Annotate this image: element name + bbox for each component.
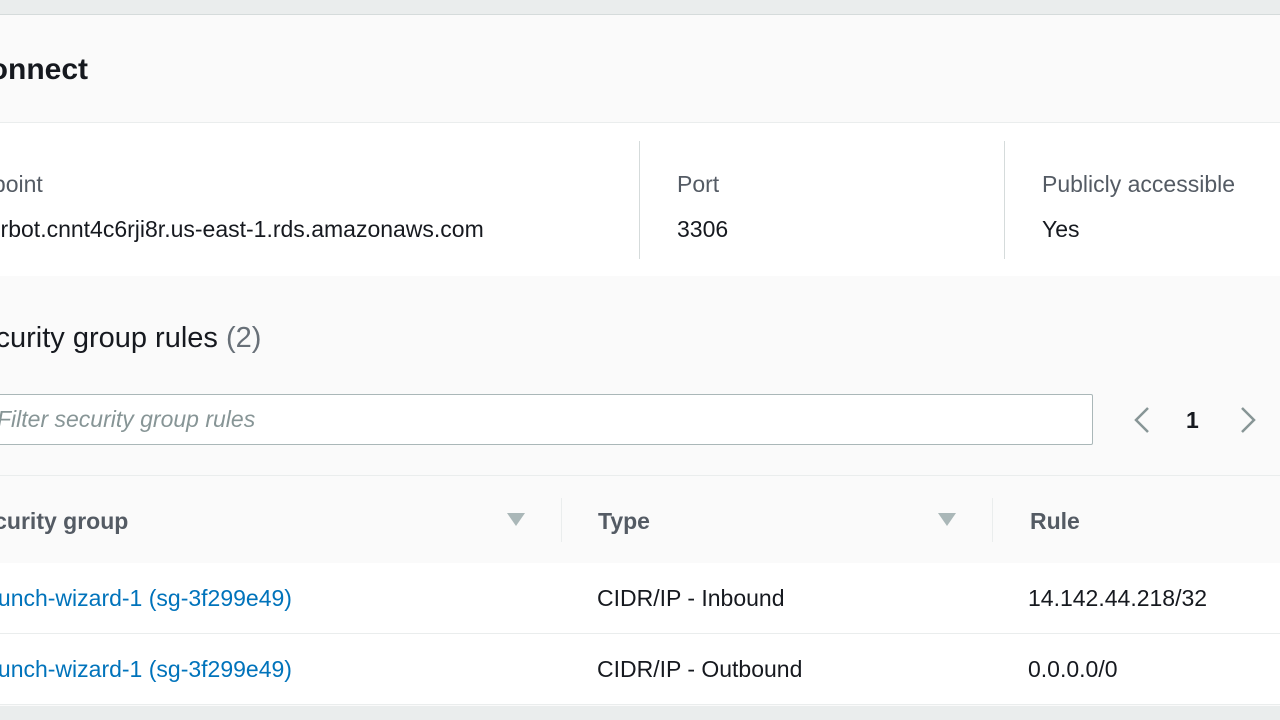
rules-count: (2): [225, 322, 262, 354]
public-value: Yes: [1042, 216, 1080, 242]
port-label: Port: [677, 171, 720, 197]
chevron-right-icon: [1241, 407, 1256, 433]
rule-type: CIDR/IP - Inbound: [597, 585, 785, 611]
previous-page-button[interactable]: [1130, 404, 1154, 436]
column-header-security-group[interactable]: Security group: [0, 508, 129, 534]
rule-cidr: 0.0.0.0/0: [1028, 656, 1118, 682]
connect-panel: Connect Endpoint writerbot.cnnt4c6rji8r.…: [0, 14, 1280, 706]
current-page[interactable]: 1: [1186, 407, 1199, 433]
caret-down-icon: [507, 513, 525, 526]
chevron-left-icon: [1134, 407, 1149, 433]
public-column: Publicly accessible Yes: [1005, 123, 1280, 275]
port-column: Port 3306: [640, 123, 1005, 275]
rule-type: CIDR/IP - Outbound: [597, 656, 803, 682]
sort-type-button[interactable]: [938, 513, 956, 527]
endpoint-label: Endpoint: [0, 171, 43, 197]
table-row: launch-wizard-1 (sg-3f299e49) CIDR/IP - …: [0, 634, 1280, 705]
filter-box: [0, 394, 1093, 445]
public-label: Publicly accessible: [1042, 171, 1236, 197]
column-header-type[interactable]: Type: [598, 508, 650, 534]
table-row: launch-wizard-1 (sg-3f299e49) CIDR/IP - …: [0, 563, 1280, 634]
column-divider: [1004, 141, 1005, 259]
table-header: Security group Type Rule: [0, 475, 1280, 564]
column-divider: [992, 498, 993, 542]
rules-title: Security group rules: [0, 322, 218, 354]
rule-cidr: 14.142.44.218/32: [1028, 585, 1208, 611]
security-group-link[interactable]: launch-wizard-1 (sg-3f299e49): [0, 585, 292, 611]
port-value: 3306: [677, 216, 729, 242]
panel-title: Connect: [0, 53, 88, 86]
column-header-rule[interactable]: Rule: [1030, 508, 1080, 534]
sort-security-group-button[interactable]: [507, 513, 525, 527]
caret-down-icon: [938, 513, 956, 526]
connection-info: Endpoint writerbot.cnnt4c6rji8r.us-east-…: [0, 123, 1280, 275]
next-page-button[interactable]: [1236, 404, 1260, 436]
column-divider: [561, 498, 562, 542]
endpoint-column: Endpoint writerbot.cnnt4c6rji8r.us-east-…: [0, 123, 640, 275]
security-group-rules-section: Security group rules (2) 1 Security grou…: [0, 276, 1280, 706]
column-divider: [639, 141, 640, 259]
rules-heading: Security group rules (2): [0, 322, 261, 355]
panel-header: Connect: [0, 15, 1280, 123]
endpoint-value: writerbot.cnnt4c6rji8r.us-east-1.rds.ama…: [0, 216, 484, 242]
security-group-link[interactable]: launch-wizard-1 (sg-3f299e49): [0, 656, 292, 682]
filter-input[interactable]: [0, 395, 1092, 444]
